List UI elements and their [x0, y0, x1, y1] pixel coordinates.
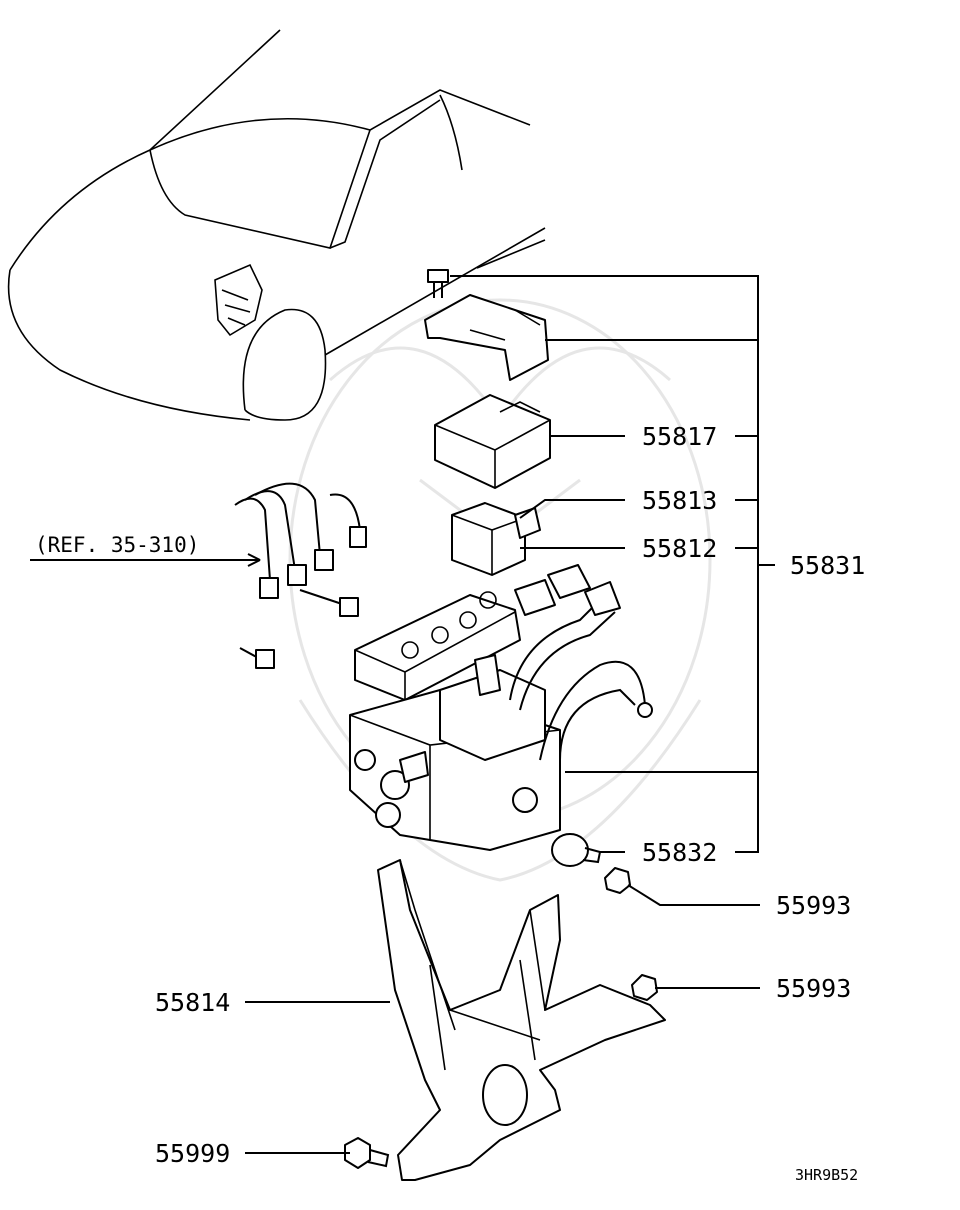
leader-lines	[30, 275, 775, 1154]
part-number-55813: 55813	[642, 486, 717, 515]
reference-label: (REF. 35-310)	[35, 533, 199, 557]
mounting-bolt	[344, 1137, 390, 1169]
drawing-code: 3HR9B52	[795, 1166, 858, 1184]
relay-box-cover	[434, 394, 551, 489]
nut-lower	[631, 974, 658, 1001]
relay	[451, 502, 541, 576]
part-number-55993-upper: 55993	[776, 891, 851, 920]
mounting-bracket	[377, 859, 666, 1181]
part-number-55832: 55832	[642, 838, 717, 867]
part-number-55999: 55999	[155, 1139, 230, 1168]
wiring-harness	[509, 564, 653, 761]
brake-lines	[234, 482, 367, 669]
cover-bracket	[424, 294, 549, 381]
part-number-55814: 55814	[155, 988, 230, 1017]
grommet	[551, 833, 602, 867]
part-number-55817: 55817	[642, 422, 717, 451]
nut-upper	[604, 867, 631, 894]
bolt	[427, 269, 449, 298]
vehicle-outline	[7, 29, 546, 421]
hydraulic-unit	[349, 591, 561, 851]
part-number-55812: 55812	[642, 534, 717, 563]
part-number-55993-lower: 55993	[776, 974, 851, 1003]
part-number-55831: 55831	[790, 551, 865, 580]
